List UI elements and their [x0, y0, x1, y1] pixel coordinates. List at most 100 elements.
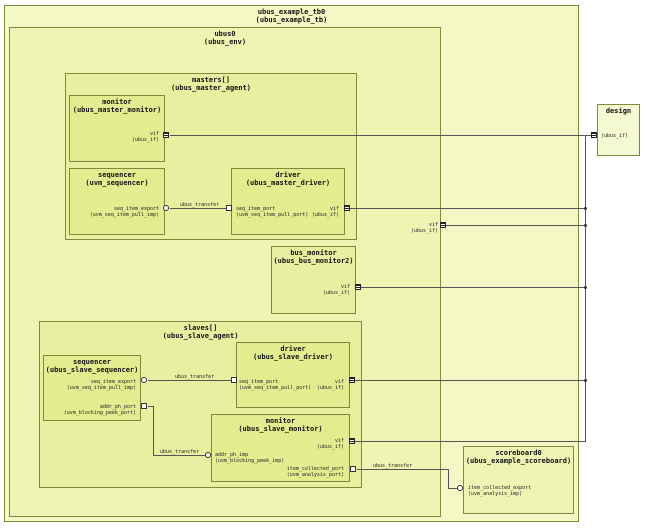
slave-monitor-imp-type: (uvm_blocking_peek_imp) [215, 458, 285, 464]
slave-monitor-vif-port[interactable] [349, 438, 355, 444]
master-driver-port-label: seq_item_port [236, 206, 276, 212]
wire-master-driver-bus [350, 208, 585, 209]
wire-addr-ph-a [148, 406, 154, 407]
scoreboard-export-port[interactable] [457, 485, 463, 491]
junction-dot [584, 207, 587, 210]
wire-addr-ph-c [153, 455, 206, 456]
wire-master-monitor-design [170, 135, 591, 136]
bus-monitor-type: (ubus_bus_monitor2) [273, 257, 354, 265]
slave-monitor-addr-ph-imp[interactable] [205, 452, 211, 458]
master-driver-vif-port[interactable] [344, 205, 350, 211]
slave-sequencer-name: sequencer [73, 358, 111, 366]
slave-sequencer-block: sequencer (ubus_slave_sequencer) seq_ite… [43, 355, 141, 421]
slave-monitor-vif-label: vif [334, 438, 344, 444]
wire-ap-b [448, 469, 449, 488]
master-sequencer-block: sequencer (uvm_sequencer) seq_item_expor… [69, 168, 165, 235]
slave-driver-vif-type: (ubus_if) [316, 385, 344, 391]
bus-monitor-block: bus_monitor (ubus_bus_monitor2) vif (ubu… [271, 246, 356, 314]
bus-monitor-vif-type: (ubus_if) [322, 290, 350, 296]
masters-type: (ubus_master_agent) [170, 84, 252, 92]
master-monitor-block: monitor (ubus_master_monitor) vif (ubus_… [69, 95, 165, 162]
slave-driver-block: driver (ubus_slave_driver) seq_item_port… [236, 342, 350, 408]
master-driver-vif-type: (ubus_if) [311, 212, 339, 218]
wire-env-vif-bus [446, 225, 585, 226]
master-monitor-type: (ubus_master_monitor) [72, 106, 162, 114]
wire-bus-monitor-bus [361, 287, 585, 288]
wire-master-seq-driver [170, 208, 227, 209]
design-port-label: (ubus_if) [601, 133, 629, 139]
master-driver-name: driver [275, 171, 301, 179]
tb-type: (ubus_example_tb) [255, 16, 328, 24]
master-sequencer-type: (uvm_sequencer) [85, 179, 149, 187]
junction-dot [584, 379, 587, 382]
slave-monitor-block: monitor (ubus_slave_monitor) vif (ubus_i… [211, 414, 350, 482]
scoreboard-name: scoreboard0 [495, 449, 542, 457]
slave-monitor-type: (ubus_slave_monitor) [238, 425, 323, 433]
bus-monitor-name: bus_monitor [290, 249, 337, 257]
wire-ap-c [448, 488, 458, 489]
master-conn-label: ubus_transfer [180, 202, 220, 208]
master-sequencer-port-label: seq_item_export [113, 206, 159, 212]
slave-driver-vif-port[interactable] [349, 377, 355, 383]
slave-driver-port-type: (uvm_seq_item_pull_port) [239, 385, 312, 391]
master-seq-export-port[interactable] [163, 205, 169, 211]
scoreboard-port-label: item_collected_export [468, 485, 532, 491]
slave-monitor-ap-label: item_collected_port [286, 466, 344, 472]
slave-driver-vif-label: vif [334, 379, 344, 385]
slave-sequencer-port2-type: (uvm_blocking_peek_port) [63, 410, 136, 416]
slave-conn-label-1: ubus_transfer [175, 374, 215, 380]
scoreboard-conn-label: ubus_transfer [373, 463, 413, 469]
wire-ap-a [357, 469, 448, 470]
wire-addr-ph-b [153, 406, 154, 455]
slave-monitor-name: monitor [265, 417, 296, 425]
tb-name: ubus_example_tb0 [257, 8, 326, 16]
slaves-name: slaves[] [183, 324, 218, 332]
slave-monitor-vif-type: (ubus_if) [316, 444, 344, 450]
bus-monitor-vif-label: vif [340, 284, 350, 290]
master-monitor-vif-port[interactable] [163, 132, 169, 138]
junction-dot [584, 224, 587, 227]
master-sequencer-port-type: (uvm_seq_item_pull_imp) [89, 212, 159, 218]
master-driver-seq-port[interactable] [226, 205, 232, 211]
scoreboard-type: (ubus_example_scoreboard) [465, 457, 572, 465]
slave-sequencer-port2-label: addr_ph_port [99, 404, 136, 410]
master-monitor-vif-type: (ubus_if) [131, 137, 159, 143]
design-name: design [605, 107, 632, 115]
slave-sequencer-type: (ubus_slave_sequencer) [45, 366, 139, 374]
scoreboard-port-type: (uvm_analysis_imp) [468, 491, 523, 497]
slave-driver-seq-port[interactable] [231, 377, 237, 383]
wire-slave-driver-bus [355, 380, 585, 381]
slave-seq-addr-ph-port[interactable] [141, 403, 147, 409]
master-driver-port-type: (uvm_seq_item_pull_port) [236, 212, 309, 218]
design-vif-port[interactable] [591, 132, 597, 138]
slave-monitor-ap-type: (uvm_analysis_port) [286, 472, 344, 478]
masters-name: masters[] [192, 76, 230, 84]
master-driver-block: driver (ubus_master_driver) seq_item_por… [231, 168, 345, 235]
bus-monitor-vif-port[interactable] [355, 284, 361, 290]
design-block: design (ubus_if) [597, 104, 640, 156]
master-monitor-vif-label: vif [149, 131, 159, 137]
slave-seq-export-port[interactable] [141, 377, 147, 383]
master-driver-type: (ubus_master_driver) [245, 179, 331, 187]
master-monitor-name: monitor [102, 98, 132, 106]
env-name: ubus0 [214, 30, 236, 38]
env-vif-type: (ubus_if) [410, 228, 438, 234]
scoreboard-block: scoreboard0 (ubus_example_scoreboard) it… [463, 446, 574, 514]
slave-conn-label-2: ubus_transfer [160, 449, 200, 455]
wire-slave-monitor-bus [355, 441, 585, 442]
slave-driver-port-label: seq_item_port [239, 379, 279, 385]
master-driver-vif-label: vif [329, 206, 339, 212]
slave-driver-name: driver [280, 345, 306, 353]
master-sequencer-name: sequencer [98, 171, 136, 179]
junction-dot [584, 286, 587, 289]
env-vif-label: vif [428, 222, 438, 228]
slave-monitor-imp-label: addr_ph_imp [215, 452, 249, 458]
slaves-type: (ubus_slave_agent) [162, 332, 239, 340]
slave-monitor-ap-port[interactable] [350, 466, 356, 472]
slave-driver-type: (ubus_slave_driver) [252, 353, 334, 361]
env-vif-port[interactable] [440, 222, 446, 228]
env-type: (ubus_env) [203, 38, 247, 46]
wire-slave-seq-driver [148, 380, 232, 381]
slave-sequencer-port-label: seq_item_export [90, 379, 136, 385]
slave-sequencer-port-type: (uvm_seq_item_pull_imp) [66, 385, 136, 391]
